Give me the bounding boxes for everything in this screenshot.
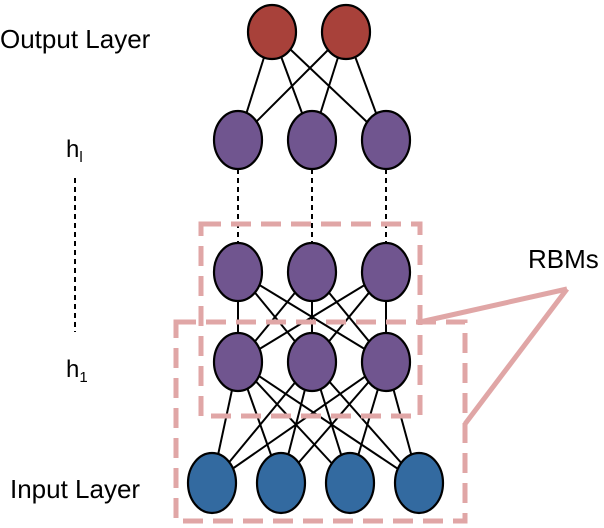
output-layer-label: Output Layer: [0, 24, 151, 54]
hidden-1-node-2: [286, 331, 338, 393]
input-node-4: [393, 451, 445, 515]
input-layer-label: Input Layer: [10, 474, 140, 504]
rbms-label: RBMs: [528, 244, 599, 274]
rbm-pointer-lower: [463, 287, 569, 426]
nodes-group: [186, 3, 445, 515]
edge-hidden-1-1-to-input-4: [237, 361, 420, 484]
edge-hidden-2-3-to-hidden-1-1: [237, 271, 387, 363]
input-node-3: [324, 451, 376, 515]
rbm-boxes: [173, 221, 569, 524]
hidden-1-node-1: [212, 331, 264, 393]
input-node-1: [186, 451, 238, 515]
input-node-2: [255, 451, 307, 515]
h-top-label: hl: [66, 136, 83, 166]
hidden-1-node-3: [360, 331, 412, 393]
hidden-top-node-3: [360, 109, 412, 171]
h-bottom-label: h1: [66, 356, 88, 386]
edge-hidden-1-3-to-input-1: [211, 361, 387, 484]
rbm-pointer-upper: [419, 286, 568, 325]
hidden-2-node-1: [212, 241, 264, 303]
output-node-1: [246, 3, 298, 61]
hidden-top-node-2: [286, 109, 338, 171]
hidden-2-node-3: [360, 241, 412, 303]
rbm-box-lower: [173, 319, 468, 524]
output-node-2: [320, 3, 372, 61]
hidden-2-node-2: [286, 241, 338, 303]
hidden-top-node-1: [212, 109, 264, 171]
